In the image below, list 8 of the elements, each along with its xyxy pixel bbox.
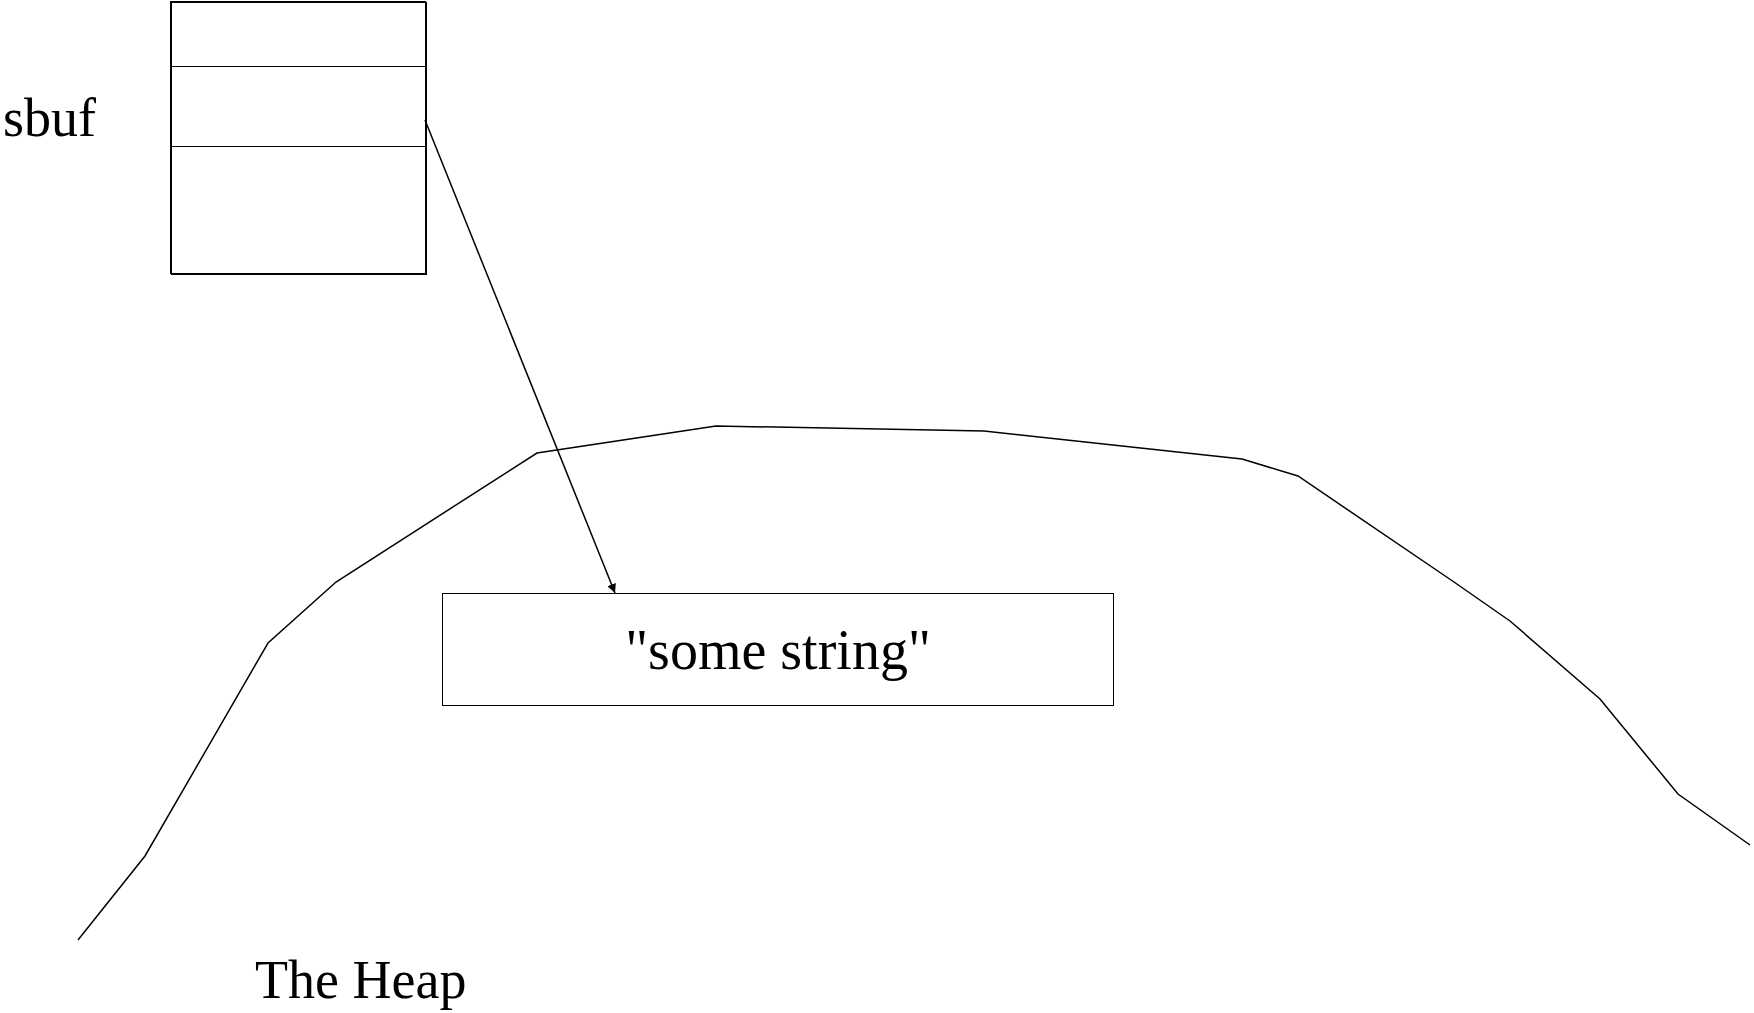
memory-cell (171, 146, 427, 275)
stack-frame (170, 1, 426, 274)
string-box: "some string" (442, 593, 1114, 706)
memory-cell (171, 66, 427, 147)
heap-label: The Heap (255, 950, 467, 1010)
variable-label: sbuf (3, 88, 96, 148)
memory-cell (171, 2, 427, 67)
arrow (424, 119, 616, 594)
